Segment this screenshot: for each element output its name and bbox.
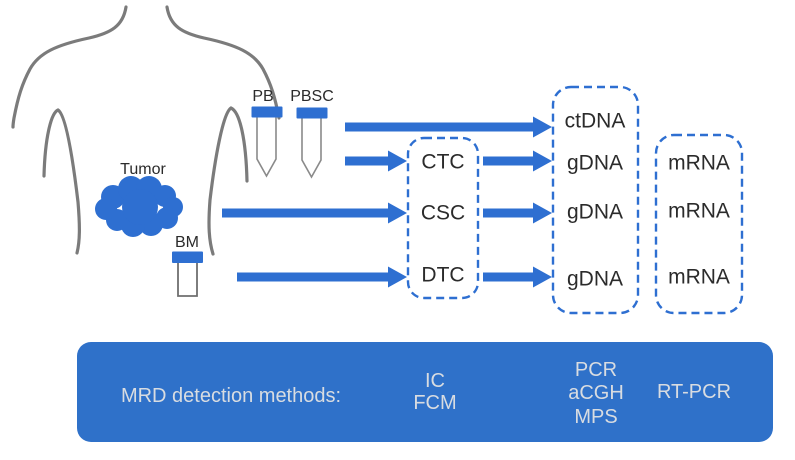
arrow-blood-to-ctc [345, 150, 407, 172]
tumor-cloud-icon [95, 176, 183, 237]
arrow-tumor-to-csc [222, 202, 407, 224]
method-acgh: aCGH [568, 382, 624, 404]
dtc-label: DTC [421, 263, 465, 287]
mrna-label-3: mRNA [668, 265, 730, 289]
methods-bar [77, 342, 773, 442]
csc-label: CSC [420, 201, 466, 225]
body-outline-icon [11, 5, 281, 256]
ctdna-label: ctDNA [564, 109, 626, 133]
pbsc-label: PBSC [290, 88, 334, 105]
arrow-dtc-to-gdna [483, 266, 552, 288]
arrow-blood-to-ctdna [345, 116, 552, 138]
pb-label: PB [252, 88, 274, 105]
pbsc-tube-icon [296, 107, 328, 179]
mrna-label-2: mRNA [668, 199, 730, 223]
arrow-csc-to-gdna [483, 202, 552, 224]
pb-tube-icon [251, 106, 283, 178]
dna-box-outline [551, 85, 640, 315]
method-mps: MPS [574, 406, 618, 428]
method-fcm: FCM [413, 392, 457, 414]
mrna-label-1: mRNA [668, 151, 730, 175]
ctc-label: CTC [421, 150, 465, 174]
arrow-ctc-to-gdna [483, 150, 552, 172]
gdna-label-3: gDNA [566, 267, 624, 291]
method-pcr: PCR [574, 359, 618, 381]
gdna-label-1: gDNA [566, 151, 624, 175]
bm-tube-icon [172, 251, 203, 297]
method-rtpcr: RT-PCR [656, 381, 732, 403]
bm-label: BM [175, 234, 199, 251]
arrow-bm-to-dtc [237, 266, 407, 288]
tumor-label: Tumor [120, 161, 166, 178]
gdna-label-2: gDNA [566, 200, 624, 224]
cells-box-outline [406, 136, 480, 300]
methods-bar-label: MRD detection methods: [120, 385, 342, 407]
method-ic: IC [425, 370, 445, 392]
rna-box-outline [654, 133, 744, 315]
